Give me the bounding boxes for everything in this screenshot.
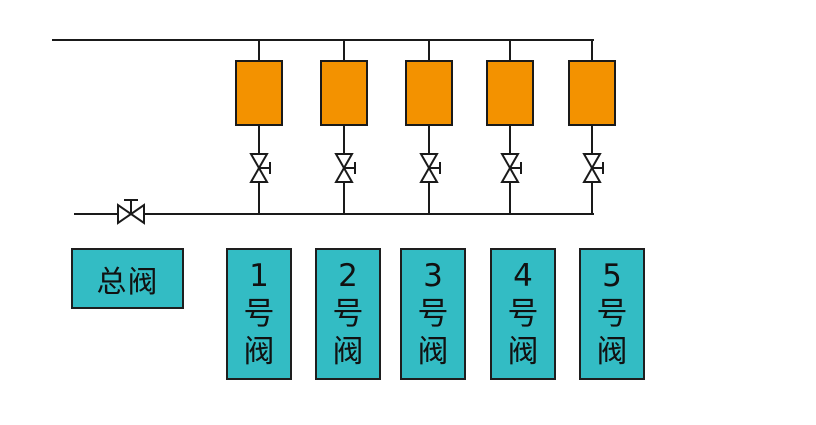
branch-2	[320, 40, 368, 214]
branch-5-unit	[568, 60, 616, 126]
valve-label-1-fa: 阀	[243, 334, 275, 370]
branch-1-unit	[235, 60, 283, 126]
valve-label-2-fa: 阀	[332, 334, 364, 370]
valve-label-3-hao: 号	[417, 296, 449, 332]
valve-label-1-number: 1	[249, 258, 269, 294]
valve-label-2-hao: 号	[332, 296, 364, 332]
valve-label-5-number: 5	[602, 258, 622, 294]
valve-label-5-hao: 号	[596, 296, 628, 332]
valve-label-4: 4 号 阀	[490, 248, 556, 380]
valve-label-5: 5 号 阀	[579, 248, 645, 380]
branch-2-valve-icon	[334, 153, 356, 183]
branch-1-valve-icon	[249, 153, 271, 183]
branch-1	[235, 40, 283, 214]
valve-label-4-fa: 阀	[507, 334, 539, 370]
branch-4-unit	[486, 60, 534, 126]
valve-label-1: 1 号 阀	[226, 248, 292, 380]
valve-label-5-fa: 阀	[596, 334, 628, 370]
branch-3	[405, 40, 453, 214]
branch-5-valve-icon	[582, 153, 604, 183]
valve-label-4-number: 4	[513, 258, 533, 294]
branch-4	[486, 40, 534, 214]
valve-label-3: 3 号 阀	[400, 248, 466, 380]
valve-label-2: 2 号 阀	[315, 248, 381, 380]
branch-4-valve-icon	[500, 153, 522, 183]
main-valve-label: 总阀	[71, 248, 184, 309]
branch-5	[568, 40, 616, 214]
main-valve-symbol	[117, 199, 145, 225]
valve-label-4-hao: 号	[507, 296, 539, 332]
branch-2-unit	[320, 60, 368, 126]
valve-label-1-hao: 号	[243, 296, 275, 332]
branch-3-unit	[405, 60, 453, 126]
valve-label-3-number: 3	[423, 258, 443, 294]
valve-label-3-fa: 阀	[417, 334, 449, 370]
valve-label-2-number: 2	[338, 258, 358, 294]
branch-3-valve-icon	[419, 153, 441, 183]
main-valve-text: 总阀	[96, 264, 159, 300]
